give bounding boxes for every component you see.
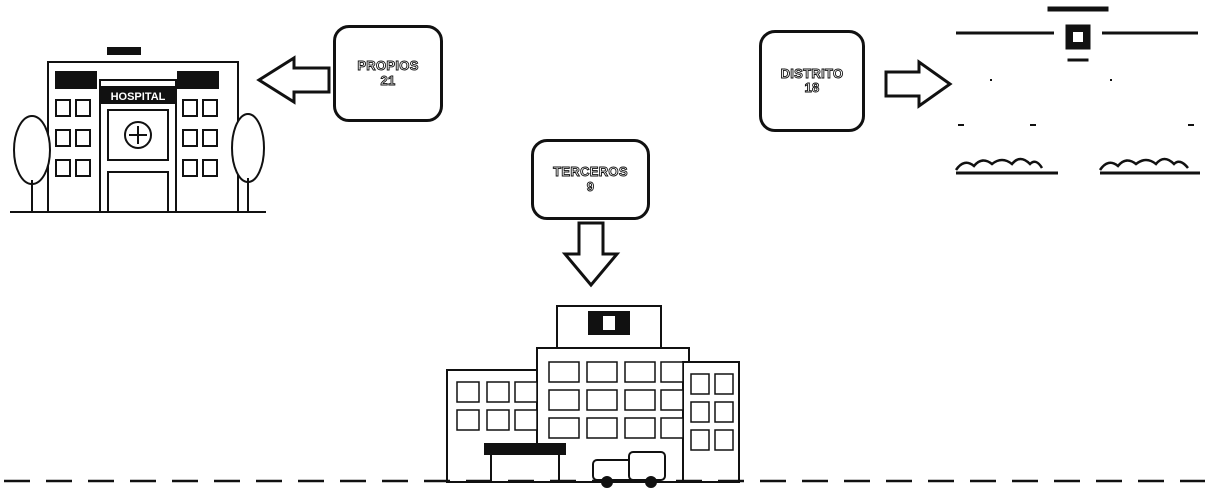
terceros-box: TERCEROS 9 bbox=[531, 139, 650, 220]
propios-value: 21 bbox=[380, 74, 395, 88]
hospital-large-building-icon bbox=[425, 298, 745, 486]
distrito-box: DISTRITO 18 bbox=[759, 30, 865, 132]
hospital-building-icon: HOSPITAL bbox=[8, 40, 270, 225]
ground-dashed-line bbox=[0, 478, 1209, 484]
arrow-down-icon bbox=[561, 221, 621, 289]
propios-label: PROPIOS bbox=[357, 59, 418, 73]
hospital-sign-text: HOSPITAL bbox=[111, 91, 166, 103]
propios-box: PROPIOS 21 bbox=[333, 25, 443, 122]
arrow-right-icon bbox=[883, 58, 955, 110]
terceros-label: TERCEROS bbox=[553, 165, 628, 179]
distrito-value: 18 bbox=[804, 81, 819, 95]
terceros-value: 9 bbox=[587, 180, 595, 194]
hospital-floorplan-icon bbox=[950, 5, 1205, 180]
distrito-label: DISTRITO bbox=[781, 67, 844, 81]
